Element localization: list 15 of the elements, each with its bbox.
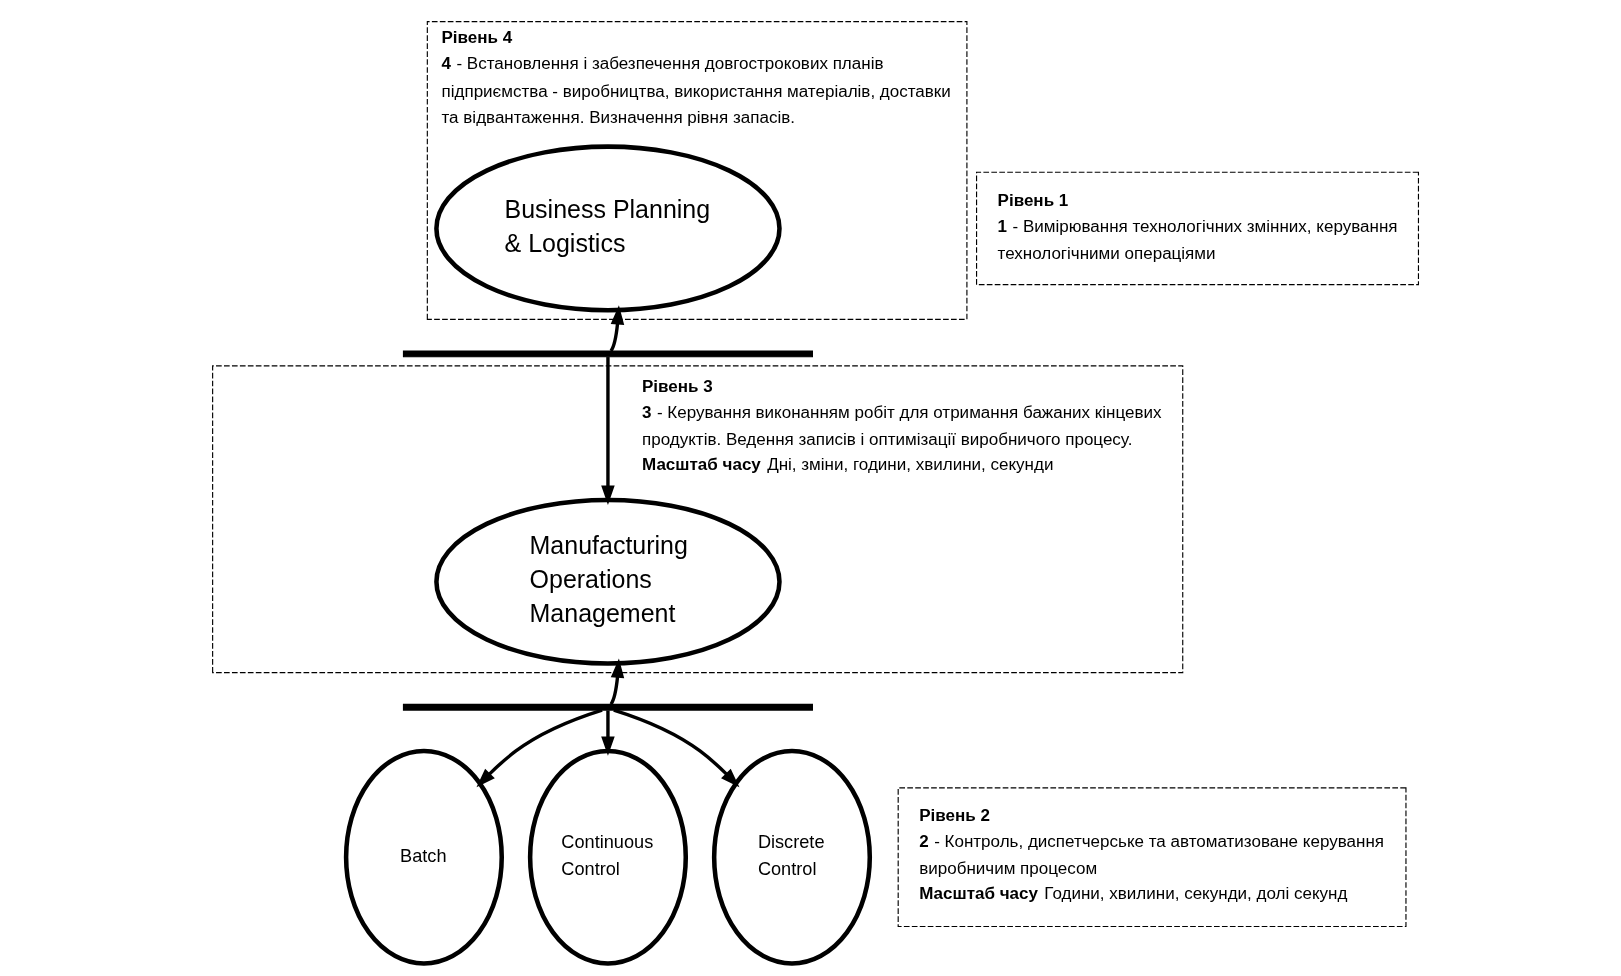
node-ellipse: Batch <box>343 748 504 966</box>
node-ellipse: Discrete Control <box>711 748 872 966</box>
node-box: Рівень 2 2 - Контроль, диспетчерське та автоматизоване керування виробничим процесом Масштаб часу Години, хвилини, секунди, долі секунд <box>897 787 1407 928</box>
node-bar <box>402 703 813 711</box>
arrow <box>600 710 615 756</box>
arrow <box>609 658 624 706</box>
arrow <box>475 708 603 788</box>
arrow <box>612 708 739 788</box>
arrow <box>609 305 624 352</box>
node-ellipse: Continuous Control <box>527 748 688 966</box>
node-bar <box>402 350 813 358</box>
node-box: Рівень 1 1 - Вимірювання технологічних змінних, керування технологічними операціями <box>975 171 1419 286</box>
node-ellipse: Manufacturing Operations Management <box>433 497 782 666</box>
node-ellipse: Business Planning & Logistics <box>433 144 782 313</box>
arrow <box>600 357 615 505</box>
